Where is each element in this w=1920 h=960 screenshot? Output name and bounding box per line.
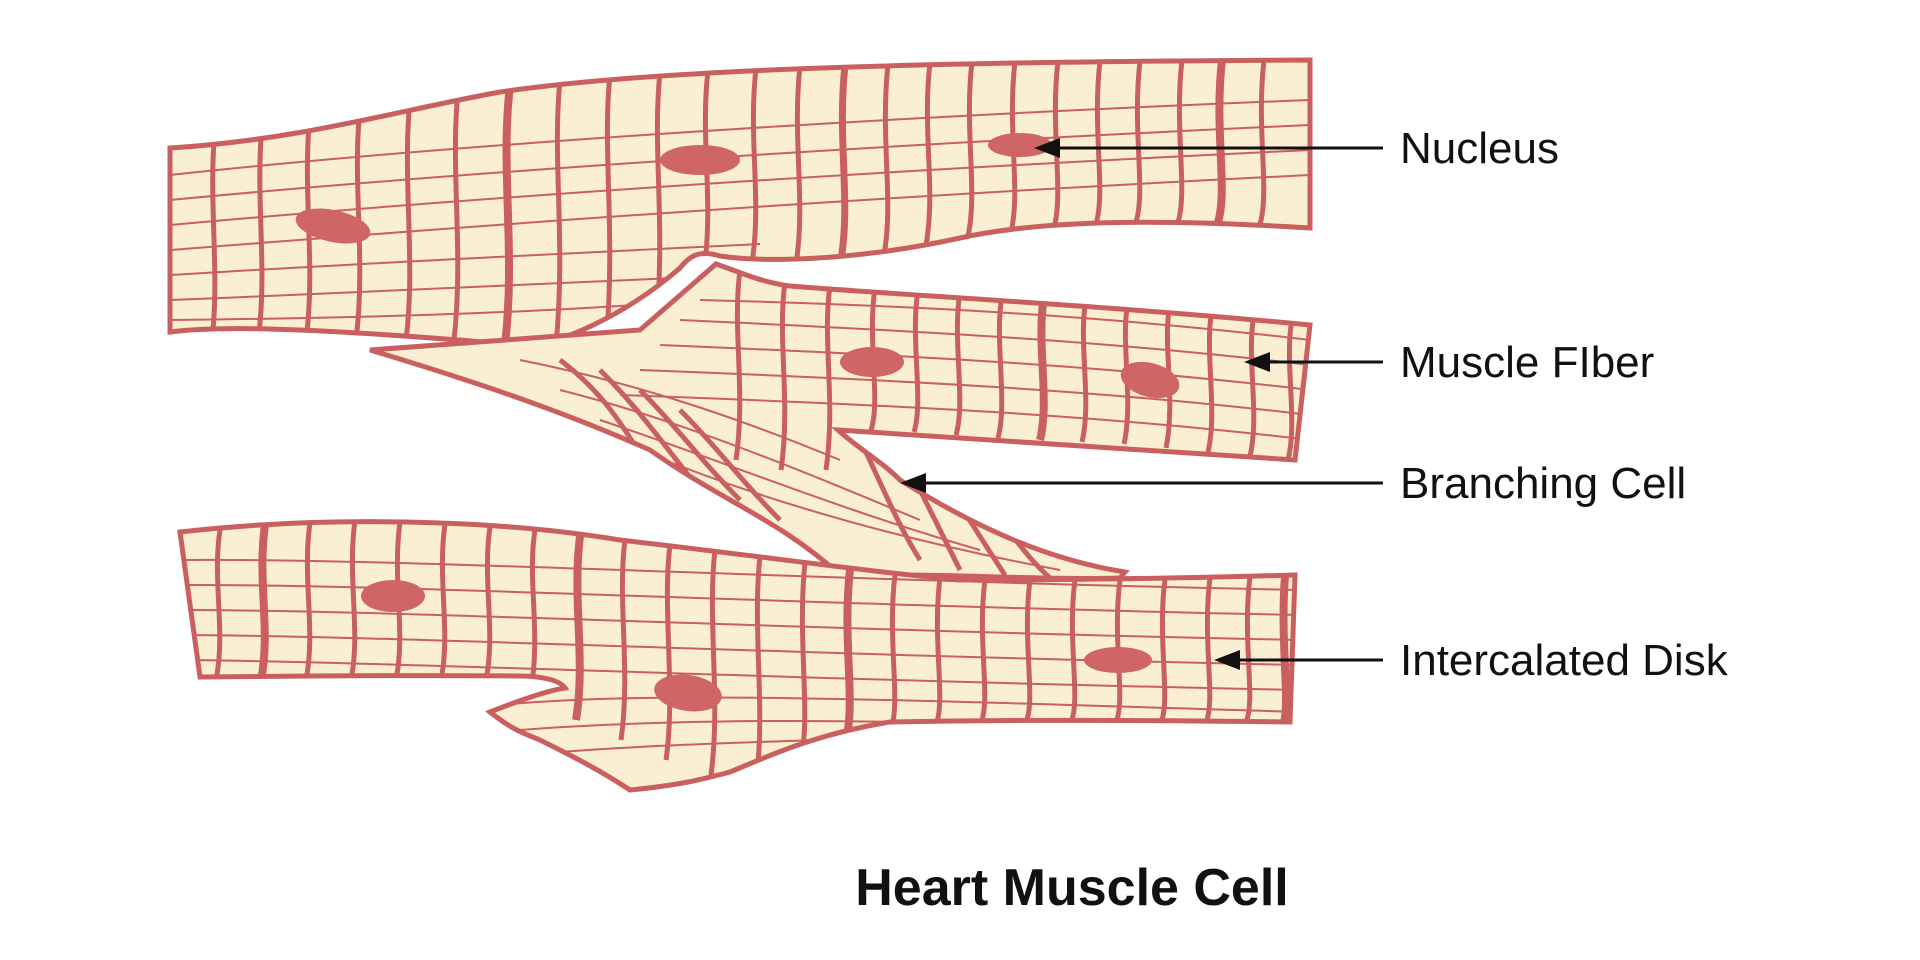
nucleus-shape (988, 133, 1052, 157)
nuclei (295, 133, 1180, 712)
intercalated-disk-pointer (1214, 650, 1383, 670)
nucleus-shape (1084, 647, 1152, 673)
label-nucleus: Nucleus (1400, 124, 1559, 173)
branching-cell-pointer (900, 473, 1383, 493)
nucleus-shape (295, 208, 371, 244)
label-intercalated-disk: Intercalated Disk (1400, 636, 1729, 685)
nucleus-shape (654, 674, 722, 712)
arrowhead-icon (1214, 650, 1240, 670)
label-branching-cell: Branching Cell (1400, 459, 1686, 508)
leader-lines (900, 138, 1383, 670)
nucleus-shape (361, 580, 425, 612)
top-cell-myofibril-lines (170, 99, 1310, 321)
nucleus-shape (1120, 361, 1180, 399)
nucleus-pointer (1034, 138, 1383, 158)
arrowhead-icon (1034, 138, 1060, 158)
arrowhead-icon (900, 473, 926, 493)
nucleus-shape (840, 347, 904, 377)
diagram-title: Heart Muscle Cell (855, 859, 1289, 917)
muscle-fiber-pointer (1244, 352, 1383, 372)
label-muscle-fiber: Muscle FIber (1400, 338, 1654, 387)
bottom-cell-myofibril-lines (180, 558, 1295, 753)
nucleus-shape (660, 145, 740, 175)
arrowhead-icon (1244, 352, 1270, 372)
